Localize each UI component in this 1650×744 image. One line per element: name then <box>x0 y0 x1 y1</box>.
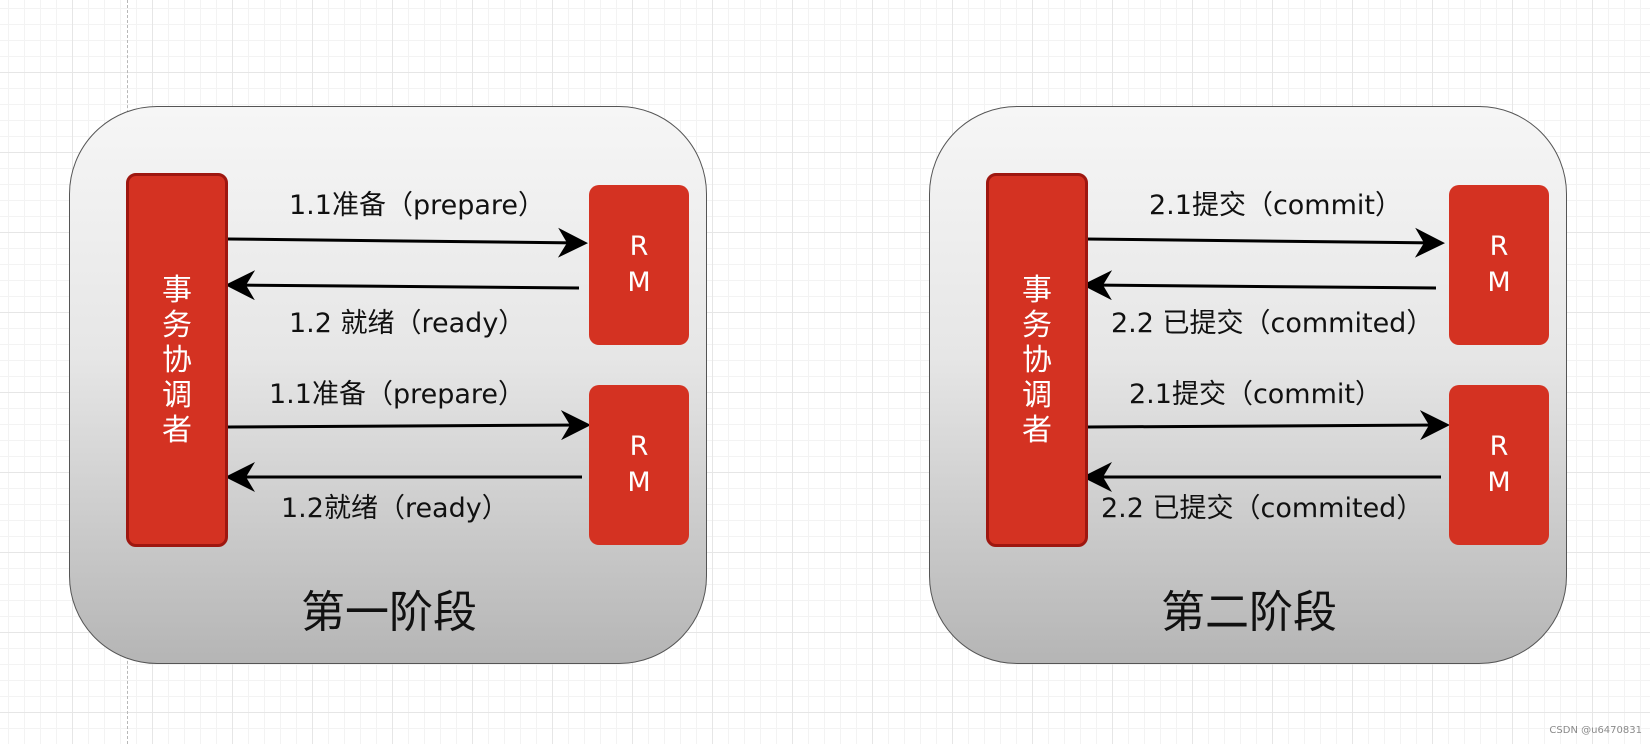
phase-one-title: 第一阶段 <box>301 587 477 638</box>
resource-manager-box-2[interactable]: RM <box>589 385 689 545</box>
phase-one-panel[interactable]: 事务协调者 RM RM 1.1准备（prepare） 1.2 就绪（ready）… <box>69 106 707 664</box>
watermark-text: CSDN @u6470831 <box>1549 725 1642 736</box>
committed-message-2: 2.2 已提交（commited） <box>1101 493 1424 524</box>
request-arrow-1 <box>227 227 588 258</box>
rm-label-1: RM <box>1487 231 1511 298</box>
rm-label-2: RM <box>1487 431 1511 498</box>
transaction-coordinator-box[interactable]: 事务协调者 <box>126 173 228 547</box>
phase-two-panel[interactable]: 事务协调者 RM RM 2.1提交（commit） 2.2 已提交（commit… <box>929 106 1567 664</box>
ready-message-1: 1.2 就绪（ready） <box>289 308 526 339</box>
phase-one-arrows <box>225 227 591 492</box>
commit-arrow-1 <box>1084 227 1445 258</box>
commit-message-1: 2.1提交（commit） <box>1149 190 1402 221</box>
ready-message-2: 1.2就绪（ready） <box>281 493 509 524</box>
prepare-message-2: 1.1准备（prepare） <box>269 379 525 410</box>
response-arrow-1 <box>225 270 580 301</box>
resource-manager-box-2[interactable]: RM <box>1449 385 1549 545</box>
resource-manager-box-1[interactable]: RM <box>589 185 689 345</box>
rm-label-2: RM <box>627 431 651 498</box>
commit-arrow-2 <box>1087 410 1450 441</box>
transaction-coordinator-box[interactable]: 事务协调者 <box>986 173 1088 547</box>
prepare-message-1: 1.1准备（prepare） <box>289 190 545 221</box>
coordinator-label: 事务协调者 <box>1022 272 1052 448</box>
committed-message-1: 2.2 已提交（commited） <box>1111 308 1434 339</box>
coordinator-label: 事务协调者 <box>162 272 192 448</box>
resource-manager-box-1[interactable]: RM <box>1449 185 1549 345</box>
request-arrow-2 <box>227 410 591 441</box>
committed-arrow-1 <box>1082 270 1437 301</box>
phase-two-arrows <box>1082 227 1450 492</box>
rm-label-1: RM <box>627 231 651 298</box>
phase-two-title: 第二阶段 <box>1161 587 1337 638</box>
commit-message-2: 2.1提交（commit） <box>1129 379 1382 410</box>
